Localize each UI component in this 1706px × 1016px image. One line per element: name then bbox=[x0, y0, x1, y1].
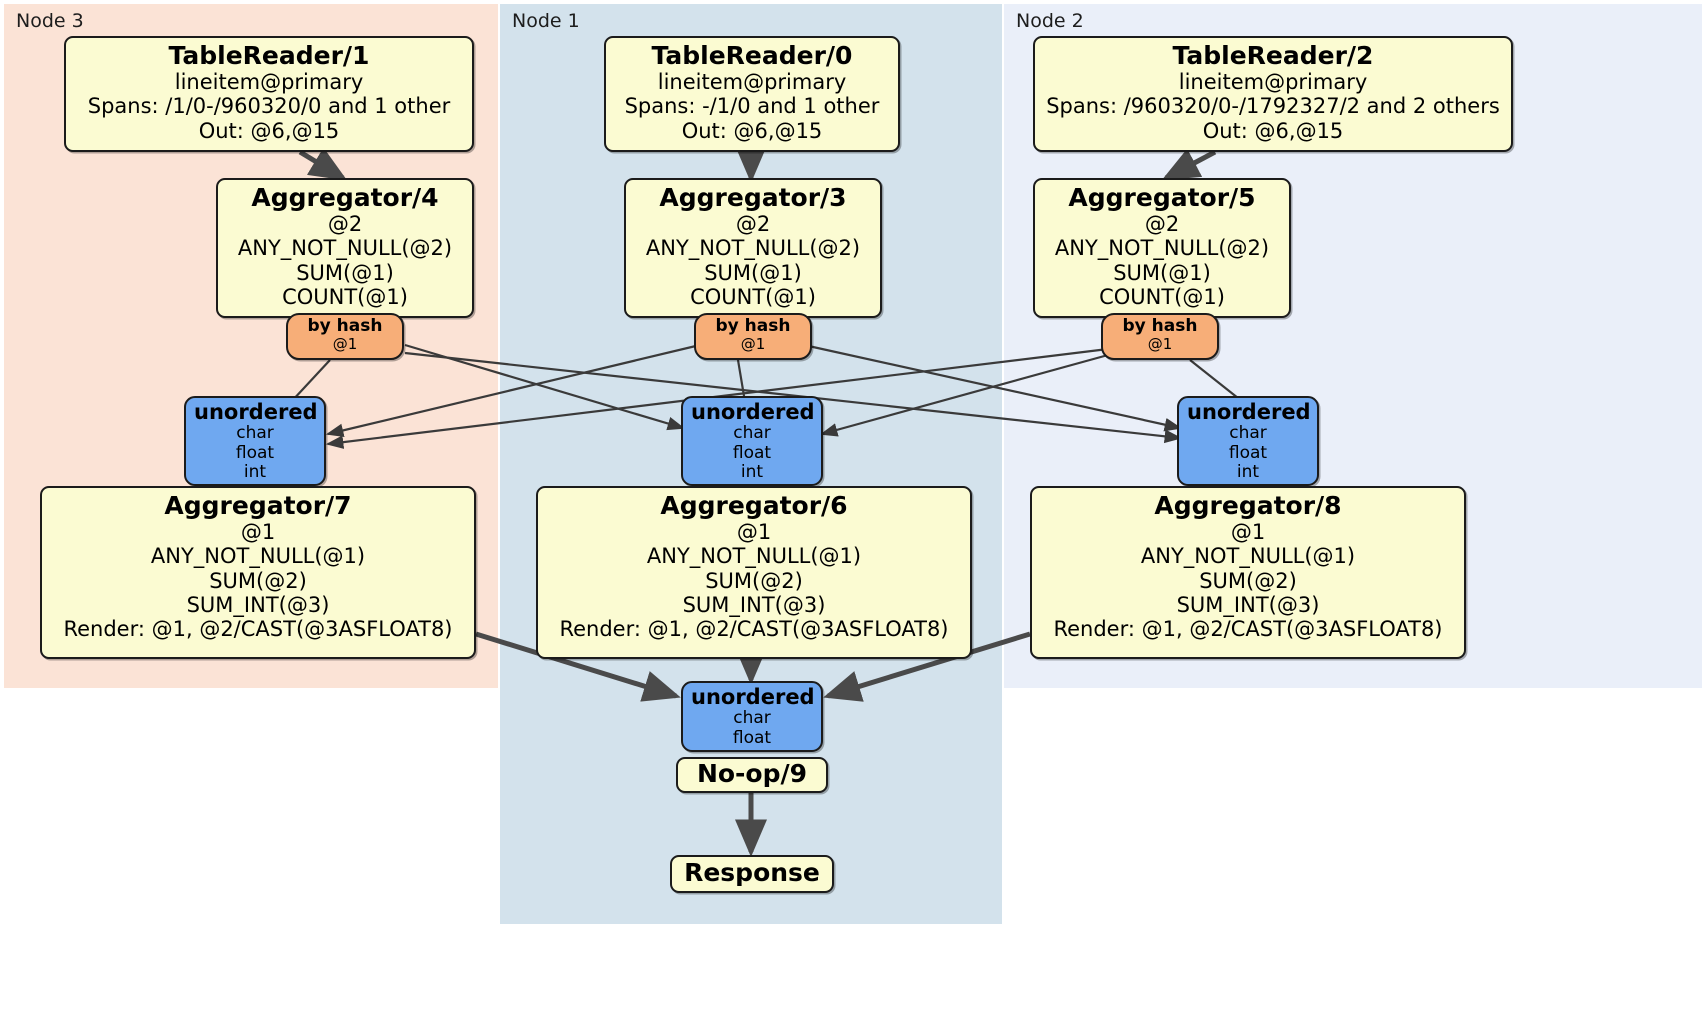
unordered-stream-final-line-1: float bbox=[732, 727, 772, 748]
aggregator-8-line-3: SUM_INT(@3) bbox=[1176, 593, 1320, 618]
aggregator-3-line-0: @2 bbox=[735, 212, 771, 236]
unordered-stream-8-line-2: int bbox=[1236, 462, 1260, 483]
aggregator-5-line-2: SUM(@1) bbox=[1113, 260, 1211, 285]
table-reader-0-line-1: Spans: -/1/0 and 1 other bbox=[624, 94, 880, 119]
unordered-stream-8-line-1: float bbox=[1228, 442, 1268, 463]
node-table-reader-2[interactable]: TableReader/2 lineitem@primary Spans: /9… bbox=[1033, 36, 1513, 152]
aggregator-8-line-0: @1 bbox=[1230, 520, 1266, 544]
table-reader-0-title: TableReader/0 bbox=[651, 41, 853, 70]
aggregator-6-line-2: SUM(@2) bbox=[705, 568, 803, 593]
table-reader-1-line-0: lineitem@primary bbox=[174, 70, 364, 94]
node-aggregator-4[interactable]: Aggregator/4 @2 ANY_NOT_NULL(@2) SUM(@1)… bbox=[216, 178, 474, 318]
table-reader-0-line-2: Out: @6,@15 bbox=[681, 118, 823, 143]
aggregator-5-line-1: ANY_NOT_NULL(@2) bbox=[1054, 236, 1270, 261]
table-reader-0-line-0: lineitem@primary bbox=[657, 70, 847, 94]
node-panel-label-node1: Node 1 bbox=[512, 10, 580, 32]
unordered-stream-7-line-1: float bbox=[235, 442, 275, 463]
aggregator-6-line-1: ANY_NOT_NULL(@1) bbox=[646, 544, 862, 569]
aggregator-6-line-4: Render: @1, @2/CAST(@3ASFLOAT8) bbox=[559, 617, 949, 642]
node-unordered-stream-8[interactable]: unordered char float int bbox=[1177, 396, 1319, 486]
aggregator-4-line-0: @2 bbox=[327, 212, 363, 236]
aggregator-8-line-2: SUM(@2) bbox=[1199, 568, 1297, 593]
unordered-stream-6-line-2: int bbox=[740, 462, 764, 483]
aggregator-8-line-4: Render: @1, @2/CAST(@3ASFLOAT8) bbox=[1053, 617, 1443, 642]
aggregator-6-line-3: SUM_INT(@3) bbox=[682, 593, 826, 618]
aggregator-3-line-2: SUM(@1) bbox=[704, 260, 802, 285]
aggregator-4-line-3: COUNT(@1) bbox=[282, 285, 408, 310]
unordered-stream-final-title: unordered bbox=[691, 685, 815, 709]
table-reader-2-title: TableReader/2 bbox=[1172, 41, 1374, 70]
table-reader-2-line-1: Spans: /960320/0-/1792327/2 and 2 others bbox=[1046, 94, 1500, 119]
node-hash-router-5[interactable]: by hash @1 bbox=[1101, 313, 1219, 360]
hash-router-5-line-0: @1 bbox=[1147, 334, 1173, 353]
node-aggregator-3[interactable]: Aggregator/3 @2 ANY_NOT_NULL(@2) SUM(@1)… bbox=[624, 178, 882, 318]
aggregator-3-title: Aggregator/3 bbox=[659, 183, 847, 212]
aggregator-7-line-1: ANY_NOT_NULL(@1) bbox=[150, 544, 366, 569]
node-hash-router-3[interactable]: by hash @1 bbox=[694, 313, 812, 360]
node-unordered-stream-6[interactable]: unordered char float int bbox=[681, 396, 823, 486]
aggregator-7-line-4: Render: @1, @2/CAST(@3ASFLOAT8) bbox=[63, 617, 453, 642]
noop-9-title: No-op/9 bbox=[696, 759, 808, 788]
node-aggregator-8[interactable]: Aggregator/8 @1 ANY_NOT_NULL(@1) SUM(@2)… bbox=[1030, 486, 1466, 659]
aggregator-6-title: Aggregator/6 bbox=[660, 491, 848, 520]
node-noop-9[interactable]: No-op/9 bbox=[676, 757, 828, 793]
node-hash-router-4[interactable]: by hash @1 bbox=[286, 313, 404, 360]
table-reader-2-line-2: Out: @6,@15 bbox=[1202, 118, 1344, 143]
node-aggregator-5[interactable]: Aggregator/5 @2 ANY_NOT_NULL(@2) SUM(@1)… bbox=[1033, 178, 1291, 318]
unordered-stream-8-title: unordered bbox=[1187, 400, 1311, 424]
aggregator-3-line-1: ANY_NOT_NULL(@2) bbox=[645, 236, 861, 261]
aggregator-5-title: Aggregator/5 bbox=[1068, 183, 1256, 212]
aggregator-4-line-1: ANY_NOT_NULL(@2) bbox=[237, 236, 453, 261]
hash-router-4-title: by hash bbox=[307, 316, 383, 336]
aggregator-7-title: Aggregator/7 bbox=[164, 491, 352, 520]
unordered-stream-7-title: unordered bbox=[194, 400, 318, 424]
node-table-reader-1[interactable]: TableReader/1 lineitem@primary Spans: /1… bbox=[64, 36, 474, 152]
aggregator-3-line-3: COUNT(@1) bbox=[690, 285, 816, 310]
hash-router-4-line-0: @1 bbox=[332, 334, 358, 353]
aggregator-4-line-2: SUM(@1) bbox=[296, 260, 394, 285]
node-unordered-stream-final[interactable]: unordered char float bbox=[681, 681, 823, 752]
table-reader-2-line-0: lineitem@primary bbox=[1178, 70, 1368, 94]
node-table-reader-0[interactable]: TableReader/0 lineitem@primary Spans: -/… bbox=[604, 36, 900, 152]
node-aggregator-7[interactable]: Aggregator/7 @1 ANY_NOT_NULL(@1) SUM(@2)… bbox=[40, 486, 476, 659]
unordered-stream-6-line-0: char bbox=[733, 423, 771, 444]
aggregator-5-line-0: @2 bbox=[1144, 212, 1180, 236]
aggregator-7-line-0: @1 bbox=[240, 520, 276, 544]
node-response[interactable]: Response bbox=[670, 855, 834, 893]
aggregator-6-line-0: @1 bbox=[736, 520, 772, 544]
aggregator-7-line-3: SUM_INT(@3) bbox=[186, 593, 330, 618]
node-panel-label-node2: Node 2 bbox=[1016, 10, 1084, 32]
hash-router-5-title: by hash bbox=[1122, 316, 1198, 336]
unordered-stream-7-line-2: int bbox=[243, 462, 267, 483]
aggregator-4-title: Aggregator/4 bbox=[251, 183, 439, 212]
table-reader-1-line-1: Spans: /1/0-/960320/0 and 1 other bbox=[87, 94, 451, 119]
aggregator-8-title: Aggregator/8 bbox=[1154, 491, 1342, 520]
aggregator-8-line-1: ANY_NOT_NULL(@1) bbox=[1140, 544, 1356, 569]
unordered-stream-6-line-1: float bbox=[732, 442, 772, 463]
unordered-stream-7-line-0: char bbox=[236, 423, 274, 444]
hash-router-3-title: by hash bbox=[715, 316, 791, 336]
node-aggregator-6[interactable]: Aggregator/6 @1 ANY_NOT_NULL(@1) SUM(@2)… bbox=[536, 486, 972, 659]
node-panel-label-node3: Node 3 bbox=[16, 10, 84, 32]
unordered-stream-8-line-0: char bbox=[1229, 423, 1267, 444]
unordered-stream-final-line-0: char bbox=[733, 708, 771, 729]
node-unordered-stream-7[interactable]: unordered char float int bbox=[184, 396, 326, 486]
hash-router-3-line-0: @1 bbox=[740, 334, 766, 353]
aggregator-5-line-3: COUNT(@1) bbox=[1099, 285, 1225, 310]
aggregator-7-line-2: SUM(@2) bbox=[209, 568, 307, 593]
response-title: Response bbox=[684, 858, 820, 887]
table-reader-1-title: TableReader/1 bbox=[168, 41, 370, 70]
table-reader-1-line-2: Out: @6,@15 bbox=[198, 118, 340, 143]
unordered-stream-6-title: unordered bbox=[691, 400, 815, 424]
